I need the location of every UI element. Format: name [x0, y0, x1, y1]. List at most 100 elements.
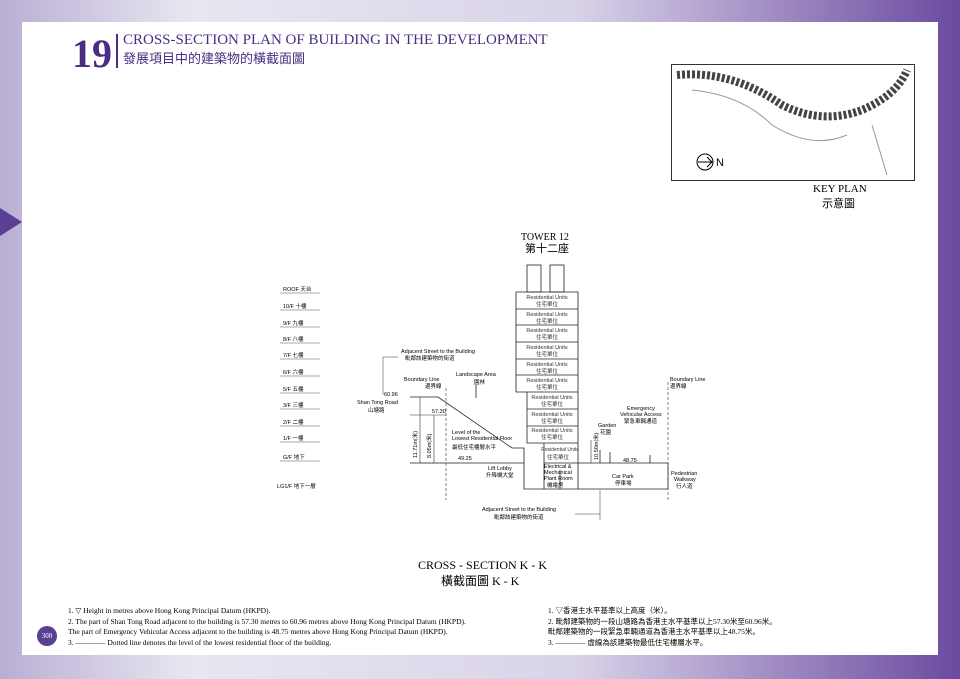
dimension-label: 11.71m(米) [411, 431, 419, 458]
notes-zh: 1. ▽香港主水平基準以上高度（米）。 2. 毗鄰建築物的一段山塘路為香港主水平… [548, 606, 777, 648]
label: 最低住宅樓層水平 [452, 443, 497, 451]
key-plan-label-zh: 示意圖 [822, 198, 855, 210]
unit-label: Residential Units [531, 428, 573, 434]
key-plan-label: KEY PLAN [813, 183, 867, 195]
section-number: 19 [72, 31, 112, 76]
label: Pedestrian [671, 471, 697, 477]
building-outline [410, 264, 669, 490]
label: Lift Lobby [488, 466, 512, 472]
label: Car Park [612, 474, 634, 480]
unit-label: Residential Units [526, 345, 568, 351]
label: Boundary Line [670, 377, 705, 383]
unit-label: Residential Units [531, 412, 573, 418]
unit-label: 住宅單位 [536, 367, 559, 375]
divider [116, 34, 118, 68]
label: Electrical & [544, 464, 572, 470]
road-line [871, 124, 888, 176]
level-label: 57.30 [432, 409, 446, 415]
unit-label: 住宅單位 [536, 350, 559, 358]
label: 機電房 [547, 481, 564, 489]
floor-label: 10/F 十樓 [283, 302, 307, 310]
floor-lines [280, 292, 320, 462]
unit-label: 住宅單位 [536, 333, 559, 341]
unit-label: 住宅單位 [536, 317, 559, 325]
note: 3. ———— Dotted line denotes the level of… [68, 637, 332, 647]
floor-label: 2/F 二樓 [283, 418, 304, 426]
north-arrow-icon [696, 153, 714, 171]
note: 1. ▽香港主水平基準以上高度（米）。 [548, 606, 672, 615]
note: The part of Emergency Vehicular Access a… [68, 627, 448, 636]
label: Vehicular Access [620, 412, 662, 418]
label: Level of the [452, 430, 480, 436]
label: 山塘路 [368, 406, 385, 414]
unit-label: 住宅單位 [536, 300, 559, 308]
note: 毗鄰建築物的一段緊急車輛通道為香港主水平基準以上48.75米。 [548, 627, 760, 636]
label: Lowest Residential Floor [452, 436, 512, 442]
unit-label: Residential Units [526, 328, 568, 334]
label: Emergency [627, 406, 655, 412]
floor-label: 6/F 六樓 [283, 368, 304, 376]
unit-label: 住宅單位 [536, 383, 559, 391]
floor-label: 1/F 一樓 [283, 434, 304, 442]
dimension-label: 10.50m(米) [592, 432, 600, 460]
unit-label: 住宅單位 [541, 417, 564, 425]
drawing-labels: Adjacent Street to the Building 毗鄰該建築物的街… [357, 349, 705, 521]
section-title: CROSS - SECTION K - K [418, 558, 548, 572]
label: 緊急車輛通道 [624, 417, 658, 425]
label: Boundary Line [404, 377, 439, 383]
floor-label: LG1/F 地下一層 [277, 482, 316, 490]
tower-label: TOWER 12 [521, 232, 569, 243]
label: Shan Tong Road [357, 400, 398, 406]
label: 邊界線 [425, 382, 442, 390]
label: Adjacent Street to the Building [482, 507, 556, 513]
label: 花園 [600, 428, 612, 436]
decor-triangle [0, 208, 22, 236]
page-title: CROSS-SECTION PLAN OF BUILDING IN THE DE… [123, 32, 548, 48]
unit-label: 住宅單位 [541, 400, 564, 408]
note: 2. The part of Shan Tong Road adjacent t… [68, 616, 466, 626]
label: Mechanical [544, 470, 572, 476]
site-outline [676, 68, 911, 121]
note: 1. ▽ Height in metres above Hong Kong Pr… [68, 606, 271, 615]
label: 升降機大堂 [486, 471, 514, 479]
label: Landscape Area [456, 372, 497, 378]
unit-label: Residential Units [541, 447, 579, 453]
road-line [691, 89, 848, 142]
unit-label: Residential Units [526, 378, 568, 384]
dimension-label: 8.05m(米) [425, 433, 433, 458]
notes-en: 1. ▽ Height in metres above Hong Kong Pr… [68, 606, 466, 648]
unit-label: 住宅單位 [541, 433, 564, 441]
arrow-icon [698, 156, 713, 168]
page-title-zh: 發展項目中的建築物的橫截面圖 [123, 51, 306, 66]
label: 行人道 [676, 482, 693, 490]
floor-label: 8/F 八樓 [283, 335, 304, 343]
boundary-lines [445, 382, 669, 500]
unit-label: Residential Units [526, 295, 568, 301]
section-title-zh: 橫截面圖 K - K [441, 574, 520, 588]
floor-label: 3/F 三樓 [283, 401, 304, 409]
tower-label-zh: 第十二座 [525, 241, 569, 255]
page-number: 300 [37, 626, 57, 646]
key-plan-drawing: N [676, 68, 911, 176]
dimension-lines [419, 397, 592, 463]
north-label: N [716, 157, 724, 169]
label: 毗鄰該建築物的街道 [494, 513, 544, 521]
label: 邊界線 [670, 382, 687, 390]
level-label: 60.96 [384, 392, 398, 398]
label: Garden [598, 423, 616, 429]
label: Adjacent Street to the Building [401, 349, 475, 355]
label: 毗鄰該建築物的街道 [405, 354, 455, 362]
label: Walkway [674, 477, 696, 483]
note: 2. 毗鄰建築物的一段山塘路為香港主水平基準以上57.30米至60.96米。 [548, 616, 777, 626]
floor-labels: ROOF 天台 10/F 十樓 9/F 九樓 8/F 八樓 7/F 七樓 6/F… [277, 285, 316, 490]
label: 停車場 [615, 479, 632, 487]
floor-label: G/F 地下 [283, 453, 305, 461]
note: 3. ———— 虛線為該建築物最低住宅樓層水平。 [548, 637, 708, 647]
unit-label: Residential Units [526, 362, 568, 368]
unit-label: 住宅單位 [547, 453, 570, 461]
floor-label: 5/F 五樓 [283, 385, 304, 393]
label: 園林 [474, 378, 486, 386]
floor-label: 9/F 九樓 [283, 319, 304, 327]
